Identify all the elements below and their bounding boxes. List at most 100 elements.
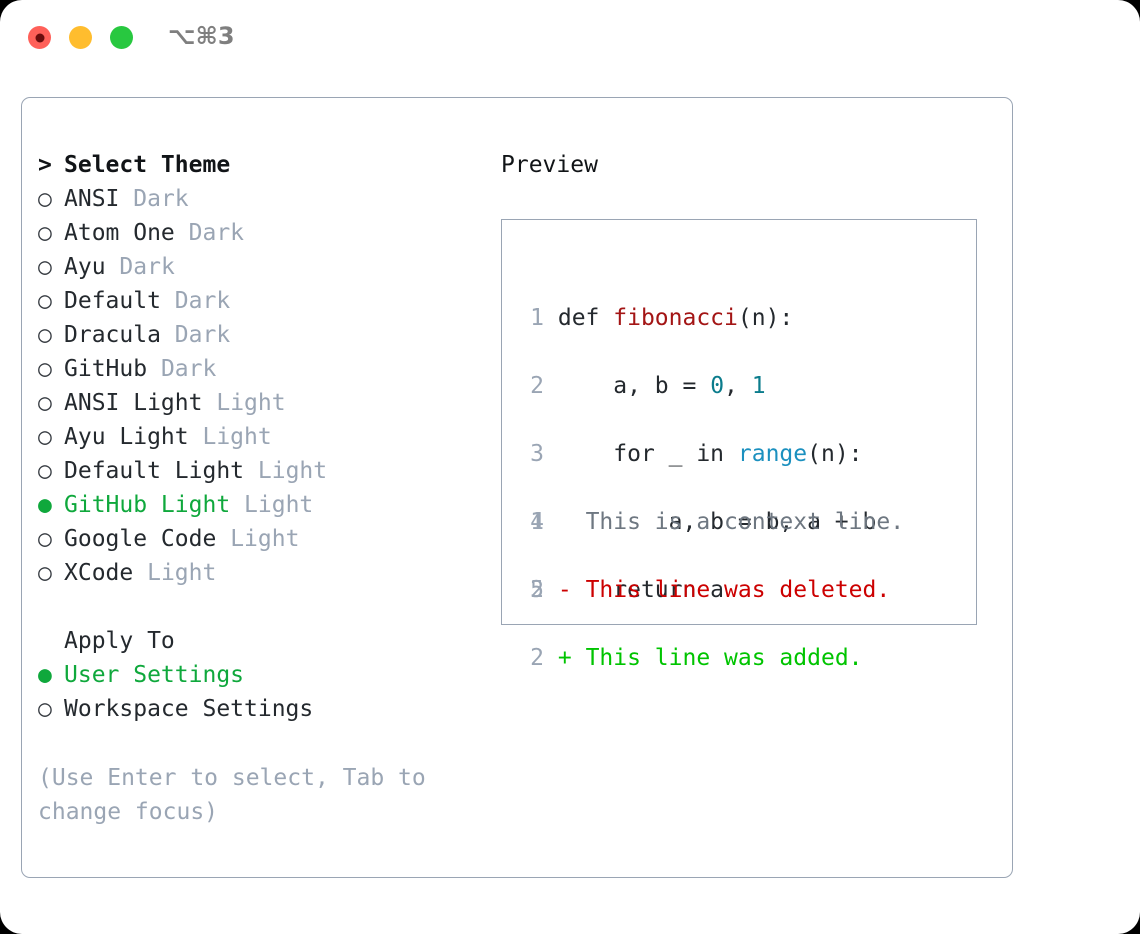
diff-marker: -	[557, 577, 572, 603]
select-theme-heading: >Select Theme	[38, 148, 498, 182]
radio-unselected-icon[interactable]: ○	[38, 356, 52, 382]
code-token-number: 1	[751, 373, 766, 399]
theme-name: Ayu	[64, 254, 106, 280]
theme-item-default-dark[interactable]: ○ Default Dark	[38, 284, 498, 318]
radio-unselected-icon[interactable]: ○	[38, 458, 52, 484]
theme-name: Google Code	[64, 526, 217, 552]
code-token: return a	[557, 577, 725, 603]
apply-target-label: Workspace Settings	[64, 696, 314, 722]
theme-item-ansi-dark[interactable]: ○ ANSI Dark	[38, 182, 498, 216]
apply-to-heading: Apply To	[64, 628, 175, 654]
line-number: 2	[530, 645, 544, 671]
radio-unselected-icon[interactable]: ○	[38, 696, 52, 722]
code-token: def	[557, 305, 614, 331]
preview-box: 1 def fibonacci(n): 2 a, b = 0, 1 3 for …	[501, 219, 977, 671]
theme-kind	[119, 186, 133, 212]
radio-unselected-icon[interactable]: ○	[38, 526, 52, 552]
code-line: 1 def fibonacci(n):	[522, 301, 876, 335]
theme-kind-label: Dark	[133, 186, 189, 212]
radio-unselected-icon[interactable]: ○	[38, 288, 52, 314]
list-spacer	[38, 590, 498, 624]
diff-line-context: 1 This is a context line.	[522, 505, 904, 539]
radio-unselected-icon[interactable]: ○	[38, 220, 52, 246]
radio-unselected-icon[interactable]: ○	[38, 424, 52, 450]
code-token: for _ in	[557, 441, 738, 467]
theme-kind-label: Light	[230, 526, 300, 552]
line-number: 2	[530, 577, 544, 603]
theme-selector-column: >Select Theme ○ANSI Dark ○Atom One Dark …	[38, 148, 498, 726]
line-number: 3	[530, 441, 544, 467]
theme-item-github-dark[interactable]: ○ GitHub Dark	[38, 352, 498, 386]
theme-item-dracula-dark[interactable]: ○Dracula Dark	[38, 318, 498, 352]
title-bar: ⌥⌘3	[0, 0, 1140, 78]
theme-name: Default	[64, 288, 161, 314]
preview-column: Preview 1 def fibonacci(n): 2 a, b = 0, …	[501, 148, 1001, 671]
theme-kind-label: Dark	[174, 288, 231, 314]
radio-unselected-icon[interactable]: ○	[38, 560, 52, 586]
apply-to-user-settings[interactable]: ● User Settings	[38, 658, 498, 692]
line-number: 5	[530, 577, 544, 603]
theme-kind-label: Light	[257, 458, 328, 484]
theme-kind-label: Dark	[188, 220, 245, 246]
radio-selected-icon[interactable]: ●	[38, 662, 52, 688]
theme-name: Atom One	[64, 220, 175, 246]
theme-name: Ayu Light	[64, 424, 189, 450]
apply-target-label: User Settings	[64, 662, 245, 688]
line-number: 1	[530, 509, 544, 535]
apply-to-workspace-settings[interactable]: ○ Workspace Settings	[38, 692, 498, 726]
theme-item-ayu-dark[interactable]: ○Ayu Dark	[38, 250, 498, 284]
theme-item-xcode[interactable]: ○ XCode Light	[38, 556, 498, 590]
code-token: (n):	[807, 441, 863, 467]
theme-item-default-light[interactable]: ○ Default Light Light	[38, 454, 498, 488]
window-controls	[28, 26, 133, 49]
theme-name: Default Light	[64, 458, 245, 484]
code-sample: 1 def fibonacci(n): 2 a, b = 0, 1 3 for …	[522, 267, 876, 675]
diff-line-deleted: 2 - This line was deleted.	[522, 573, 904, 607]
preview-heading: Preview	[501, 152, 598, 178]
theme-name: GitHub	[64, 356, 148, 382]
theme-item-github-light[interactable]: ● GitHub Light Light	[38, 488, 498, 522]
cursor-arrow-icon: >	[38, 152, 52, 178]
diff-text: This line was deleted.	[571, 577, 891, 603]
code-token: a, b =	[557, 373, 711, 399]
diff-text: This line was added.	[571, 645, 863, 671]
diff-text: This is a context line.	[571, 509, 905, 535]
theme-kind-label: Light	[147, 560, 217, 586]
code-line: 3 for _ in range(n):	[522, 437, 876, 471]
line-number: 4	[530, 509, 544, 535]
theme-item-ayu-light[interactable]: ○ Ayu Light Light	[38, 420, 498, 454]
theme-kind-label: Light	[244, 492, 314, 518]
close-button-icon[interactable]	[28, 26, 51, 49]
radio-unselected-icon[interactable]: ○	[38, 186, 52, 212]
theme-name: ANSI	[64, 186, 120, 212]
theme-kind-label: Dark	[160, 356, 217, 382]
theme-name: Dracula	[64, 322, 161, 348]
theme-kind-label: Light	[216, 390, 286, 416]
theme-name: XCode	[64, 560, 134, 586]
code-token: ,	[724, 373, 752, 399]
diff-sample: 1 This is a context line. 2 - This line …	[522, 471, 904, 743]
theme-item-atom-one-dark[interactable]: ○ Atom One Dark	[38, 216, 498, 250]
line-number: 1	[530, 305, 544, 331]
theme-item-ansi-light[interactable]: ○ANSI Light Light	[38, 386, 498, 420]
radio-unselected-icon[interactable]: ○	[38, 390, 52, 416]
diff-marker	[558, 509, 572, 535]
theme-name: GitHub Light	[64, 492, 231, 518]
code-line: 4 a, b = b, a + b	[522, 505, 876, 539]
theme-kind-label: Light	[202, 424, 272, 450]
radio-unselected-icon[interactable]: ○	[38, 254, 52, 280]
diff-marker: +	[557, 645, 572, 671]
code-token-builtin: range	[737, 441, 808, 467]
radio-selected-icon[interactable]: ●	[38, 492, 52, 518]
radio-unselected-icon[interactable]: ○	[38, 322, 52, 348]
maximize-button-icon[interactable]	[110, 26, 133, 49]
code-token-function: fibonacci	[613, 305, 738, 331]
code-line: 2 a, b = 0, 1	[522, 369, 876, 403]
code-token: (n):	[737, 305, 794, 331]
main-panel: >Select Theme ○ANSI Dark ○Atom One Dark …	[21, 97, 1013, 878]
theme-item-google-code[interactable]: ○ Google Code Light	[38, 522, 498, 556]
line-number: 2	[530, 373, 544, 399]
code-line: 5 return a	[522, 573, 876, 607]
minimize-button-icon[interactable]	[69, 26, 92, 49]
